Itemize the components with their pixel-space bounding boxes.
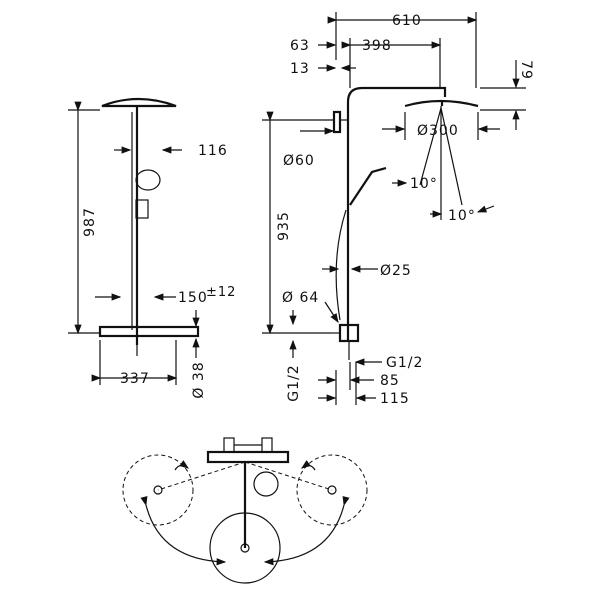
dim-935: 935 <box>276 211 292 241</box>
dim-63: 63 <box>290 38 310 54</box>
dim-115: 115 <box>380 391 410 407</box>
slider <box>135 199 149 219</box>
dim-d25: Ø25 <box>380 263 412 279</box>
dim-79: 79 <box>518 60 534 80</box>
dim-d60: Ø60 <box>283 153 315 169</box>
dim-398: 398 <box>362 38 392 54</box>
head-swivel-right <box>296 454 368 526</box>
dim-tolerance: ±12 <box>206 285 236 300</box>
dim-85: 85 <box>380 373 400 389</box>
dim-tilt-2: 10° <box>448 208 476 224</box>
dim-116: 116 <box>198 143 228 159</box>
hose <box>335 209 347 321</box>
riser-and-arm <box>346 86 447 340</box>
dim-610: 610 <box>392 13 422 29</box>
dim-g12-right: G1/2 <box>386 355 423 371</box>
hand-shower-top <box>253 471 279 497</box>
side-view: 610 63 398 13 79 Ø300 10° 10° Ø60 <box>262 12 534 407</box>
dim-337: 337 <box>120 371 150 387</box>
dim-987: 987 <box>82 207 98 237</box>
dim-d300: Ø300 <box>417 123 459 139</box>
dim-d38: Ø 38 <box>191 361 207 398</box>
overhead-shower-head <box>101 97 177 108</box>
wall-bracket <box>332 110 342 134</box>
hand-shower <box>135 169 161 191</box>
dim-150: 150 <box>178 290 208 306</box>
dim-13: 13 <box>290 61 310 77</box>
thermostat <box>98 325 200 338</box>
dim-g12-left: G1/2 <box>286 364 302 401</box>
hand-shower-side <box>349 166 387 206</box>
dim-tilt-1: 10° <box>410 176 438 192</box>
front-view: 987 116 150 ±12 337 Ø 38 <box>68 97 236 399</box>
head-swivel-left <box>122 454 194 526</box>
dim-d64: Ø 64 <box>282 290 319 306</box>
overhead-head-side <box>404 99 479 108</box>
top-view <box>122 437 368 584</box>
thermostat-top <box>206 450 290 464</box>
